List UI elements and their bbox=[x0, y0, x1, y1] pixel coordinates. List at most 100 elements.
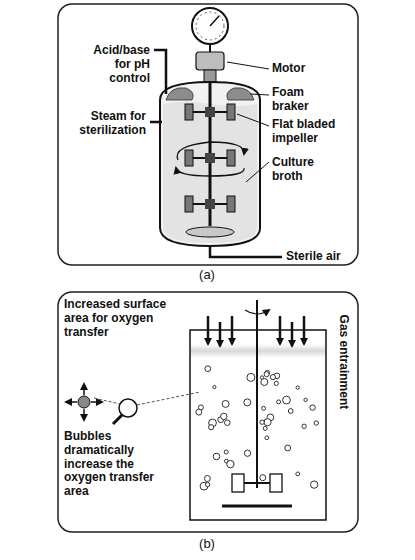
bubble bbox=[296, 472, 300, 476]
bubble bbox=[213, 386, 216, 389]
oxygen-arrow bbox=[231, 316, 234, 344]
pipe bbox=[150, 121, 162, 124]
magnifier bbox=[113, 415, 122, 424]
mixing-arrow bbox=[176, 168, 244, 176]
oxygen-molecule bbox=[66, 401, 77, 403]
shaft bbox=[245, 310, 269, 314]
bubble bbox=[265, 436, 269, 440]
inlet-label: Acid/base for pH control bbox=[86, 44, 150, 85]
oxygen-molecule bbox=[91, 401, 102, 403]
impeller bbox=[185, 104, 235, 120]
bubble bbox=[310, 405, 315, 410]
magnifier bbox=[137, 392, 200, 405]
impeller bbox=[185, 104, 235, 212]
bubble bbox=[209, 425, 214, 430]
bubble bbox=[260, 475, 266, 481]
panel-caption: (b) bbox=[187, 537, 227, 552]
pressure-gauge bbox=[192, 8, 228, 52]
impeller bbox=[185, 196, 235, 212]
bubble bbox=[296, 386, 299, 389]
leader-line bbox=[237, 114, 269, 126]
foam-breaker bbox=[227, 88, 254, 100]
pressure-gauge bbox=[196, 12, 224, 40]
magnifier bbox=[119, 399, 137, 417]
oxygen-molecule bbox=[83, 384, 85, 395]
sparger bbox=[186, 227, 234, 237]
bubble bbox=[277, 400, 281, 404]
oxygen-arrow bbox=[219, 322, 222, 346]
bubble bbox=[205, 366, 211, 372]
impeller bbox=[185, 104, 193, 120]
pressure-gauge bbox=[209, 44, 211, 52]
pressure-gauge bbox=[210, 16, 219, 26]
panel-frame bbox=[58, 292, 358, 532]
bubble bbox=[204, 476, 210, 482]
part-label: Foam braker bbox=[272, 86, 332, 114]
sparger bbox=[186, 227, 234, 237]
bubble bbox=[274, 381, 278, 385]
impeller bbox=[270, 474, 282, 492]
annotation: Bubbles dramatically increase the oxygen… bbox=[64, 430, 162, 499]
bubble bbox=[224, 450, 228, 454]
mixing-arrow bbox=[177, 142, 244, 160]
annotation: Gas entrainment bbox=[336, 315, 350, 410]
bubble bbox=[302, 424, 306, 428]
impeller bbox=[205, 107, 215, 117]
impeller bbox=[227, 196, 235, 212]
bubble bbox=[264, 419, 271, 426]
leader-line bbox=[227, 62, 269, 182]
bubble bbox=[213, 453, 220, 460]
bubble bbox=[222, 400, 229, 407]
bubble bbox=[221, 413, 227, 419]
motor bbox=[204, 70, 216, 82]
inlet-label: Sterile air bbox=[286, 250, 354, 264]
bubble bbox=[247, 373, 255, 381]
oxygen-molecule bbox=[66, 384, 102, 420]
bubble bbox=[260, 420, 264, 424]
vessel bbox=[160, 82, 260, 246]
impeller bbox=[227, 104, 235, 120]
shaft bbox=[256, 300, 258, 488]
foam-breaker bbox=[166, 88, 193, 100]
impeller bbox=[205, 199, 215, 209]
mixing-arrow bbox=[176, 142, 244, 176]
bubble bbox=[311, 481, 318, 488]
bubble bbox=[196, 366, 319, 490]
bubble bbox=[288, 409, 293, 414]
oxygen-arrow bbox=[279, 316, 282, 344]
oxygen-arrow bbox=[303, 316, 306, 344]
inlet-label: Steam for sterilization bbox=[66, 110, 146, 138]
panel-frame bbox=[58, 4, 358, 265]
vessel bbox=[160, 82, 260, 246]
bubble bbox=[270, 375, 275, 380]
leader-line bbox=[227, 62, 269, 69]
annotation: Increased surface area for oxygen transf… bbox=[64, 298, 182, 339]
bubble bbox=[263, 426, 267, 430]
part-label: Motor bbox=[272, 62, 342, 76]
shaft bbox=[245, 300, 269, 488]
bubble bbox=[314, 421, 318, 425]
part-label: Flat bladed impeller bbox=[272, 118, 348, 146]
impeller bbox=[205, 153, 215, 163]
magnifier bbox=[94, 392, 200, 424]
impeller bbox=[227, 150, 235, 166]
pipe bbox=[210, 246, 282, 257]
magnifier bbox=[94, 398, 120, 404]
oxygen-molecule bbox=[83, 409, 85, 420]
oxygen-arrow bbox=[207, 316, 210, 344]
pipe bbox=[154, 50, 166, 94]
oxygen-arrow bbox=[291, 322, 294, 346]
bubble bbox=[244, 450, 250, 456]
motor bbox=[196, 52, 224, 82]
pipe bbox=[150, 50, 282, 257]
panel-caption: (a) bbox=[187, 268, 227, 283]
bubble bbox=[205, 482, 209, 486]
pressure-gauge bbox=[192, 8, 228, 44]
impeller bbox=[185, 196, 193, 212]
bubble bbox=[225, 420, 231, 426]
impeller bbox=[222, 505, 292, 508]
bubble bbox=[264, 372, 269, 377]
bubble bbox=[262, 406, 266, 410]
bubble bbox=[244, 399, 251, 406]
bubble bbox=[196, 409, 202, 415]
